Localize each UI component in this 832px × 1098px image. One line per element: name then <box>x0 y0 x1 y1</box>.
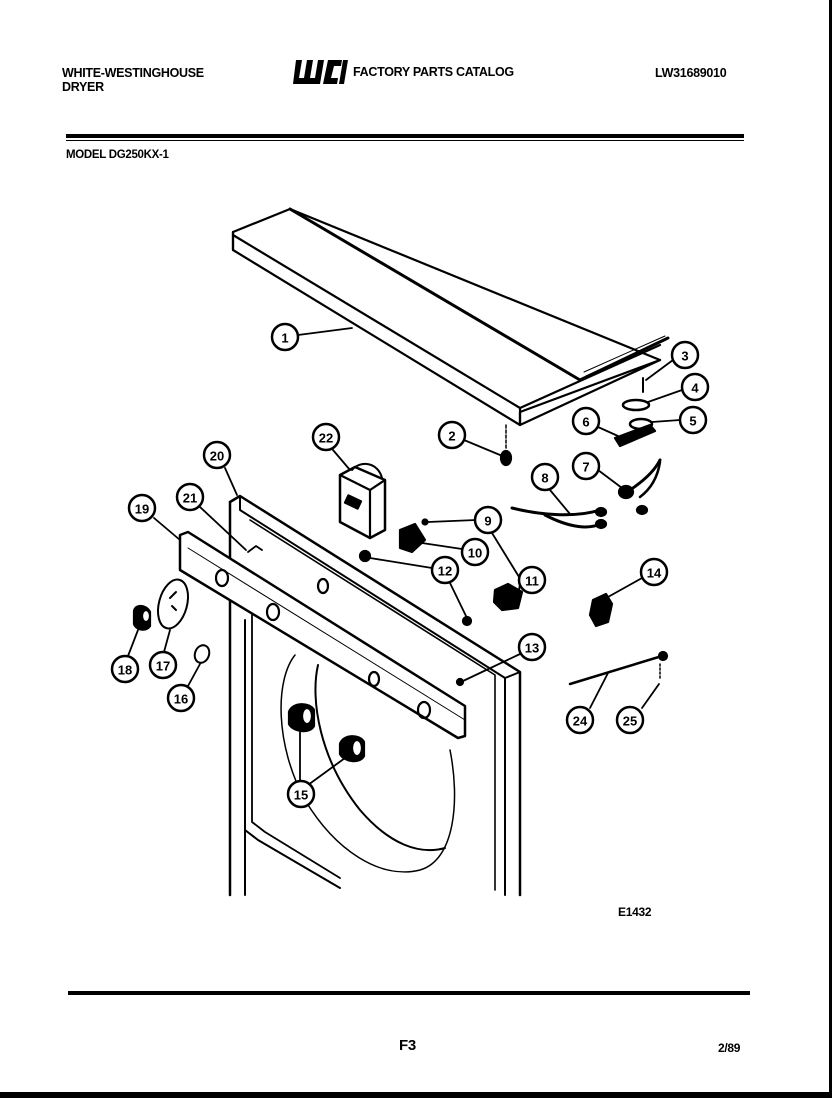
callout-11: 11 <box>517 565 547 595</box>
timer-part <box>338 462 387 540</box>
callout-7: 7 <box>571 451 601 481</box>
callout-number: 2 <box>448 429 455 444</box>
callout-number: 8 <box>541 471 548 486</box>
catalog-title: FACTORY PARTS CATALOG <box>353 65 514 79</box>
callout-number: 14 <box>647 566 662 581</box>
callout-circle-icon <box>437 420 467 450</box>
catalog-number: LW31689010 <box>655 66 727 80</box>
appliance-type: DRYER <box>62 80 104 94</box>
callout-17: 17 <box>148 650 178 680</box>
callout-circle-icon <box>678 405 708 435</box>
callout-1: 1 <box>270 322 300 352</box>
callout-2: 2 <box>437 420 467 450</box>
callout-16: 16 <box>166 683 196 713</box>
callout-4: 4 <box>680 372 710 402</box>
callout-number: 22 <box>319 431 333 446</box>
brand-name: WHITE-WESTINGHOUSE <box>62 66 204 80</box>
control-strip-part <box>178 530 467 740</box>
callout-20: 20 <box>202 440 232 470</box>
callout-circle-icon <box>571 451 601 481</box>
callout-number: 20 <box>210 449 224 464</box>
callout-circle-icon <box>517 632 547 662</box>
callout-circle-icon <box>615 705 645 735</box>
figure-code: E1432 <box>618 905 652 919</box>
callout-number: 3 <box>681 349 688 364</box>
callout-22: 22 <box>311 422 341 452</box>
callout-circle-icon <box>311 422 341 452</box>
callout-number: 19 <box>135 502 149 517</box>
callout-9: 9 <box>473 505 503 535</box>
callout-5: 5 <box>678 405 708 435</box>
callout-number: 25 <box>623 714 637 729</box>
header-rule <box>66 134 744 138</box>
scan-edge-right <box>829 0 832 1098</box>
callout-14: 14 <box>639 557 669 587</box>
callout-circle-icon <box>565 705 595 735</box>
callout-number: 7 <box>582 460 589 475</box>
callout-circle-icon <box>530 462 560 492</box>
callout-6: 6 <box>571 406 601 436</box>
callout-8: 8 <box>530 462 560 492</box>
callout-number: 12 <box>438 564 452 579</box>
callout-number: 21 <box>183 491 197 506</box>
callout-number: 15 <box>294 788 308 803</box>
callout-number: 17 <box>156 659 170 674</box>
callout-10: 10 <box>460 537 490 567</box>
callout-circle-icon <box>571 406 601 436</box>
callout-circle-icon <box>670 340 700 370</box>
callout-number: 9 <box>484 514 491 529</box>
callout-25: 25 <box>615 705 645 735</box>
callout-circle-icon <box>460 537 490 567</box>
callout-number: 11 <box>525 574 539 589</box>
callout-circle-icon <box>202 440 232 470</box>
page-label: F3 <box>399 1037 416 1054</box>
callout-circle-icon <box>110 654 140 684</box>
callout-circle-icon <box>166 683 196 713</box>
callout-21: 21 <box>175 482 205 512</box>
callout-circle-icon <box>639 557 669 587</box>
footer-rule <box>68 991 750 995</box>
callout-number: 24 <box>573 714 588 729</box>
control-panel-part <box>228 494 522 897</box>
model-number: MODEL DG250KX-1 <box>66 149 169 161</box>
callout-circle-icon <box>286 779 316 809</box>
top-panel-part <box>231 207 670 427</box>
callout-circle-icon <box>430 555 460 585</box>
callout-circle-icon <box>148 650 178 680</box>
callout-circle-icon <box>473 505 503 535</box>
callout-13: 13 <box>517 632 547 662</box>
callout-number: 13 <box>525 641 539 656</box>
scan-edge-bottom <box>0 1092 832 1098</box>
callout-number: 5 <box>689 414 696 429</box>
callout-number: 16 <box>174 692 188 707</box>
brand-block: WHITE-WESTINGHOUSE DRYER <box>62 66 204 94</box>
callout-circle-icon <box>517 565 547 595</box>
callout-12: 12 <box>430 555 460 585</box>
callout-number: 10 <box>468 546 482 561</box>
wci-logo-icon <box>293 60 348 84</box>
callout-18: 18 <box>110 654 140 684</box>
callout-circle-icon <box>270 322 300 352</box>
callout-number: 4 <box>691 381 699 396</box>
callout-15: 15 <box>286 779 316 809</box>
callout-number: 1 <box>281 331 288 346</box>
callout-number: 18 <box>118 663 132 678</box>
callout-3: 3 <box>670 340 700 370</box>
callout-circle-icon <box>680 372 710 402</box>
date-code: 2/89 <box>718 1041 741 1055</box>
callout-number: 6 <box>582 415 589 430</box>
header-rule-thin <box>66 140 744 141</box>
callout-circle-icon <box>127 493 157 523</box>
callout-24: 24 <box>565 705 595 735</box>
callout-19: 19 <box>127 493 157 523</box>
callout-circle-icon <box>175 482 205 512</box>
